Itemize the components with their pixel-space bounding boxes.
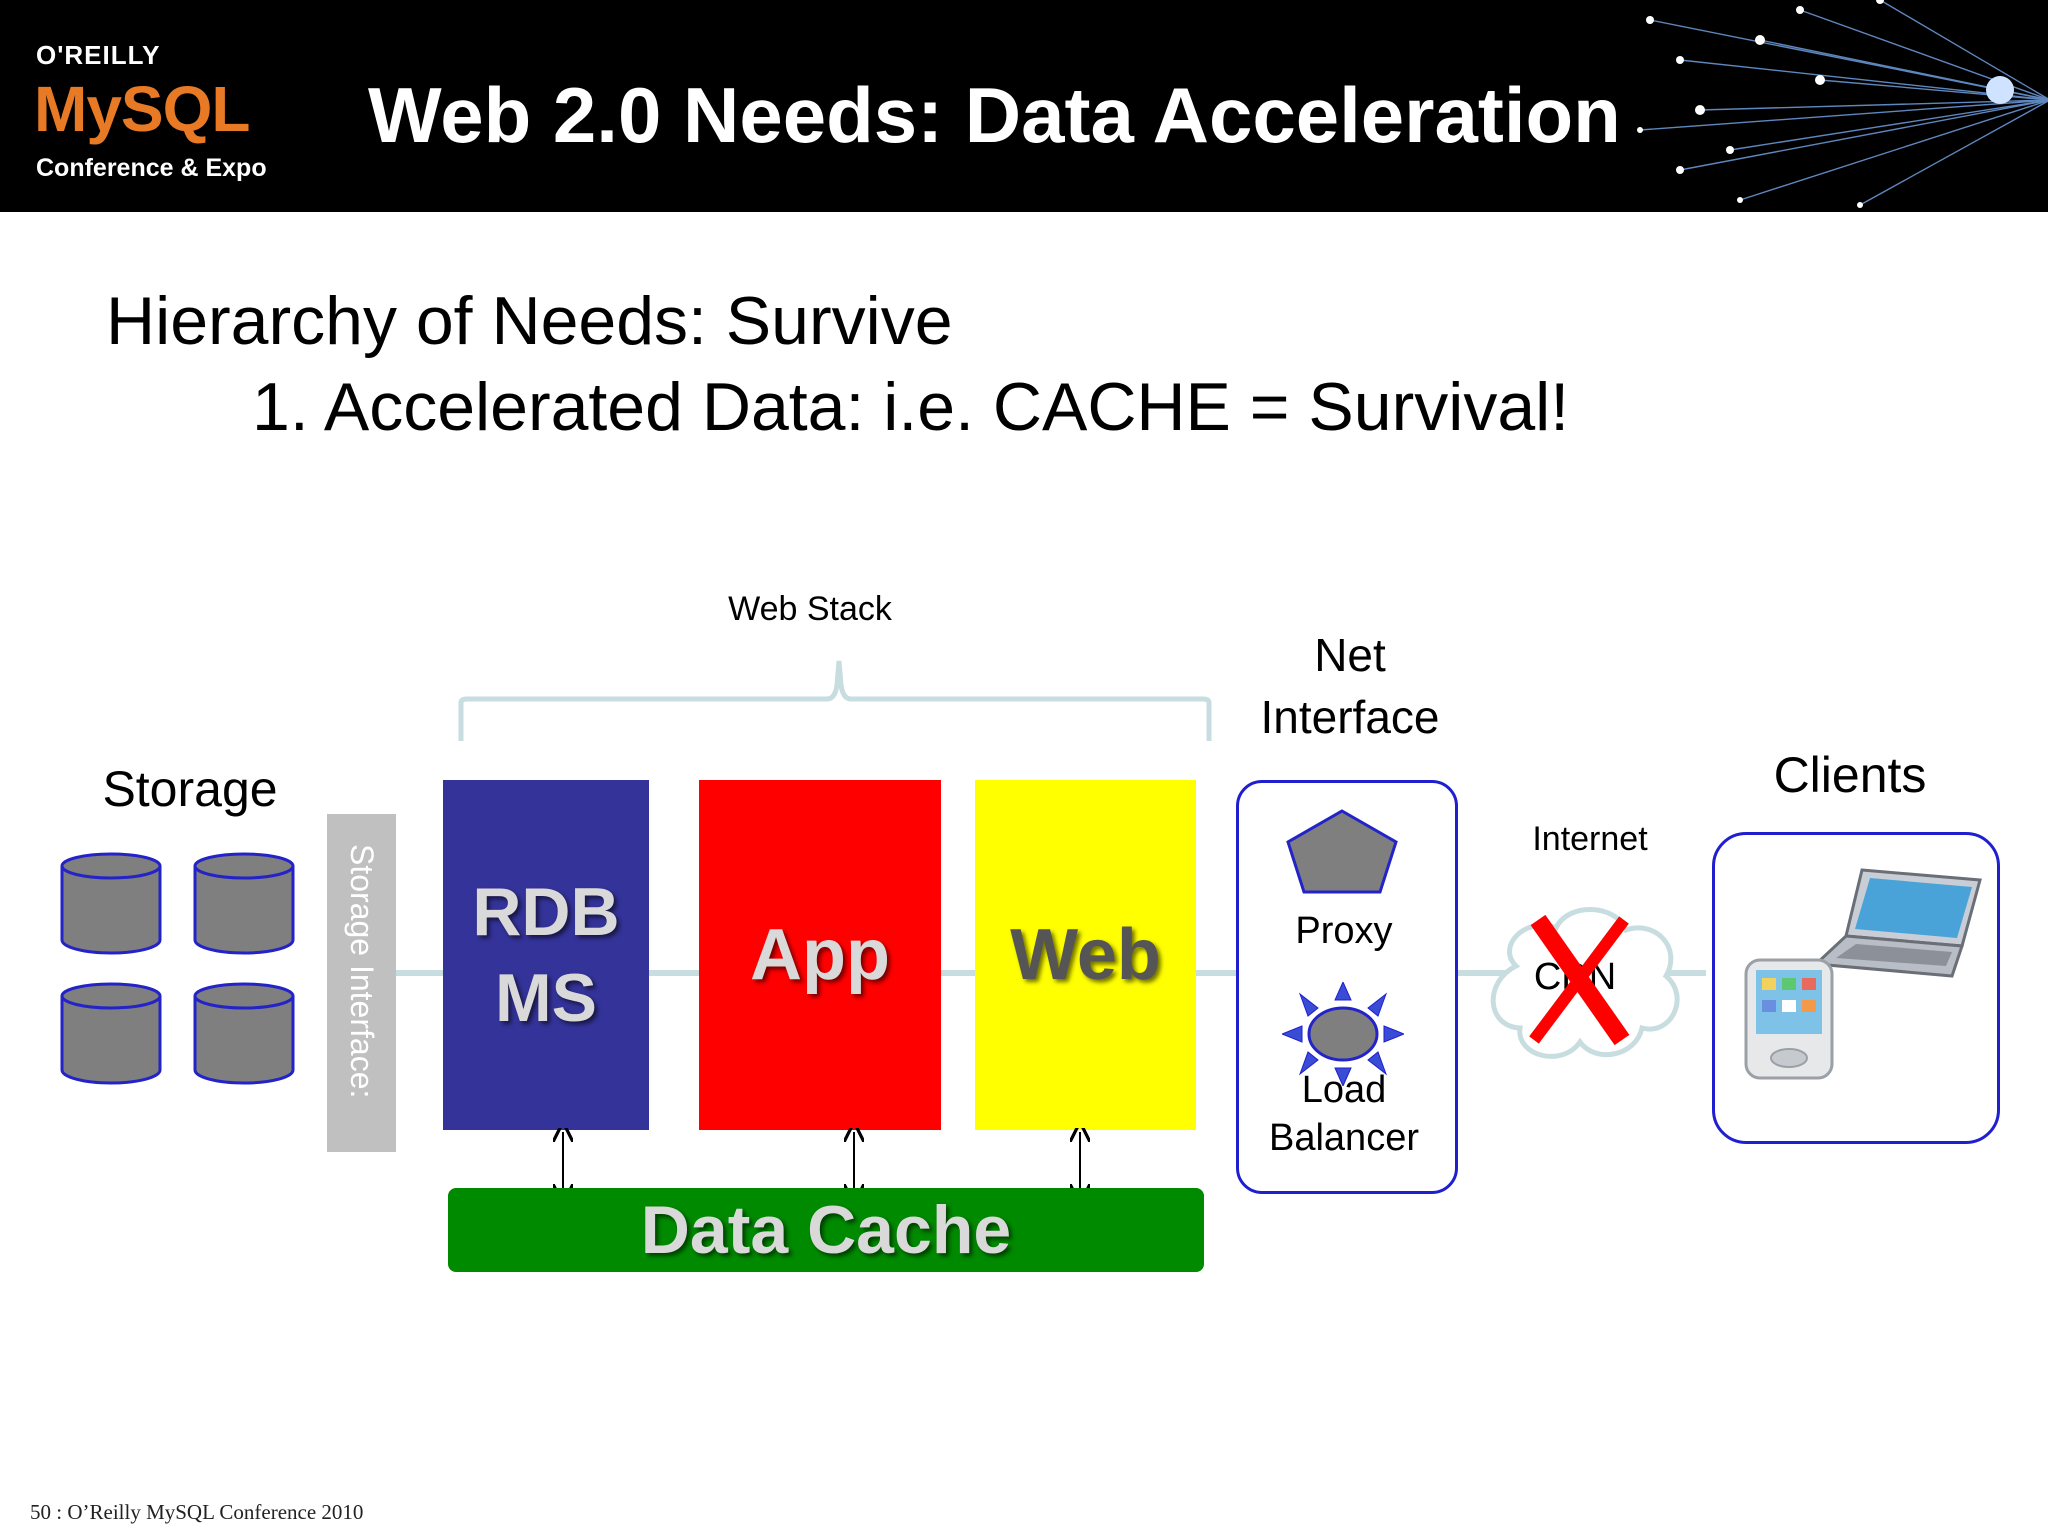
hierarchy-heading: Hierarchy of Needs: Survive <box>106 283 953 359</box>
net-interface-label: Net Interface <box>1230 624 1470 748</box>
storage-disk-icon <box>60 982 162 1085</box>
slide-header: O'REILLY MySQL Conference & Expo Web 2.0… <box>0 0 2048 212</box>
storage-label: Storage <box>102 761 278 817</box>
web-stack-label: Web Stack <box>728 590 892 628</box>
slide-title: Web 2.0 Needs: Data Acceleration <box>368 71 1621 159</box>
app-label: App <box>750 915 890 995</box>
load-balancer-label-line1: Load <box>1301 1069 1387 1111</box>
proxy-label: Proxy <box>1295 910 1393 952</box>
storage-disk-icon <box>193 852 295 955</box>
rdbms-label-line1: RDB <box>472 874 620 950</box>
conference-logo-text: Conference & Expo <box>36 154 267 182</box>
pda-icon <box>1744 958 1834 1080</box>
load-balancer-label: Load Balancer <box>1236 1066 1452 1162</box>
data-cache-block: Data Cache <box>448 1188 1204 1272</box>
storage-disk-icon <box>193 982 295 1085</box>
rdbms-block: RDB MS <box>443 780 649 1130</box>
web-label: Web <box>1010 915 1161 995</box>
hierarchy-point-1: 1. Accelerated Data: i.e. CACHE = Surviv… <box>252 369 1570 445</box>
web-block: Web <box>975 780 1196 1130</box>
oreilly-logo-text: O'REILLY <box>36 40 161 70</box>
storage-interface-bar: Storage Interface: <box>327 814 396 1152</box>
laptop-icon <box>1812 868 1982 978</box>
storage-disk-icon <box>60 852 162 955</box>
internet-label: Internet <box>1532 820 1648 858</box>
cross-icon <box>1529 914 1630 1046</box>
load-balancer-icon <box>1282 982 1404 1086</box>
app-block: App <box>699 780 941 1130</box>
proxy-icon <box>1286 809 1398 894</box>
rdbms-label-line2: MS <box>494 960 597 1036</box>
net-interface-label-line2: Interface <box>1260 691 1440 743</box>
storage-interface-label: Storage Interface: <box>344 844 380 1099</box>
mysql-logo-text: MySQL <box>34 73 250 145</box>
data-cache-label: Data Cache <box>640 1192 1012 1268</box>
net-interface-label-line1: Net <box>1314 629 1386 681</box>
fiber-optic-graphic <box>1637 0 2048 208</box>
web-stack-brace <box>458 660 1212 741</box>
cache-arrows <box>440 1128 1220 1198</box>
slide-footer: 50 : O’Reilly MySQL Conference 2010 <box>30 1500 364 1524</box>
load-balancer-label-line2: Balancer <box>1269 1117 1419 1159</box>
clients-label: Clients <box>1773 747 1927 803</box>
